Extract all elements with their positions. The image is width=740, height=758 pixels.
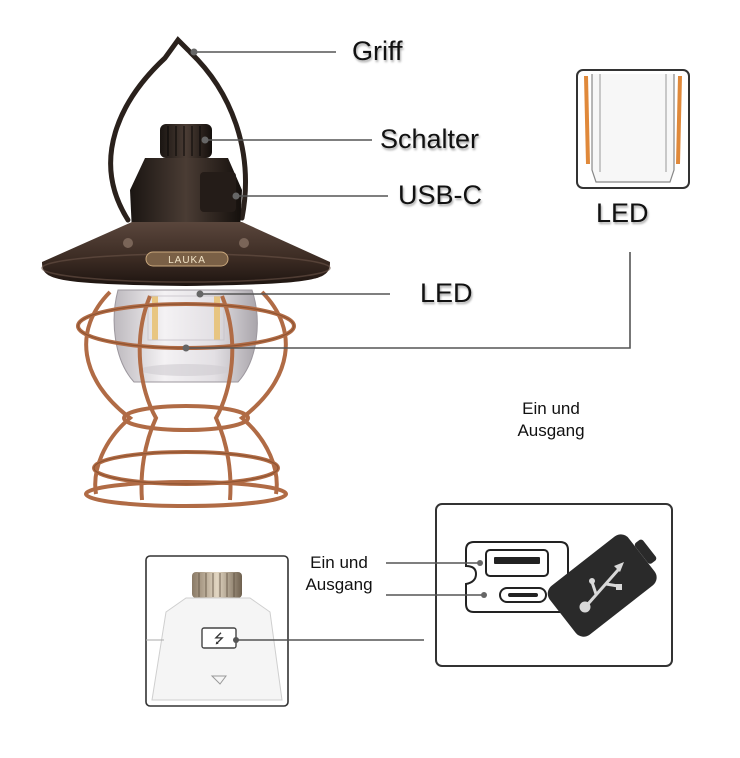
label-port-bottom: Ein und Ausgang — [296, 552, 382, 596]
led-strip-detail-right — [676, 75, 682, 165]
battery-icon — [547, 534, 657, 637]
label-usb-c: USB-C — [398, 180, 483, 210]
usb-port-housing — [200, 172, 236, 212]
led-strip-left — [152, 296, 158, 340]
label-port-top-line2: Ausgang — [517, 421, 585, 440]
switch-knob — [160, 124, 212, 158]
base-knob — [192, 572, 242, 598]
led-strip-detail-left — [584, 75, 590, 165]
label-led-main: LED — [420, 278, 473, 308]
brand-badge — [145, 251, 229, 267]
callout-lines — [186, 51, 631, 349]
usb-icon-small: ⭍ — [214, 632, 225, 647]
label-switch: Schalter — [380, 124, 480, 154]
handle-wire — [108, 36, 248, 223]
brand-badge-text: LAUKA — [168, 255, 206, 266]
label-port-top-line1: Ein und — [522, 399, 580, 418]
label-port-top: Ein und Ausgang — [508, 398, 594, 442]
label-led-detail: LED — [596, 198, 649, 228]
label-port-bottom-line1: Ein und — [310, 553, 368, 572]
glass-globe — [113, 289, 258, 383]
label-handle: Griff — [352, 36, 403, 66]
led-strip-right — [214, 296, 220, 340]
label-port-bottom-line2: Ausgang — [305, 575, 373, 594]
